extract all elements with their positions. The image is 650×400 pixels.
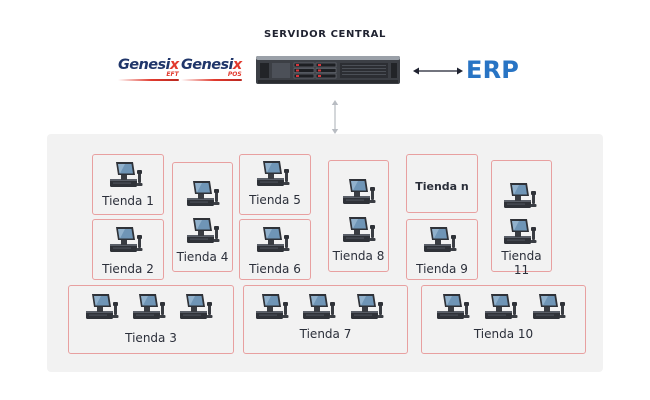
pos-terminal-icon [254,225,294,255]
genesix-eft-logo: Genesix EFT [118,58,179,81]
store-label: Tienda 10 [473,327,534,341]
pos-terminal-icon [434,292,474,322]
store-tienda-4: Tienda 4 [172,162,233,272]
vertical-arrow-icon [331,100,339,134]
pos-terminal-icon [107,160,147,190]
store-label: Tienda 3 [125,331,177,345]
pos-terminal-icon [130,292,170,322]
store-tienda-2: Tienda 2 [92,219,164,280]
store-tienda-7: Tienda 7 [243,285,408,354]
pos-terminal-icon [177,292,217,322]
store-tienda-n: Tienda n [406,154,478,213]
pos-terminal-icon [254,159,294,189]
store-label: Tienda 11 [501,249,542,277]
pos-terminal-icon [348,292,388,322]
pos-terminal-icon [83,292,123,322]
pos-terminal-icon [184,216,224,246]
server-title: SERVIDOR CENTRAL [264,29,386,40]
store-label: Tienda 8 [332,249,385,263]
store-label: Tienda 2 [102,262,154,276]
store-tienda-5: Tienda 5 [239,154,311,215]
store-label: Tienda 5 [249,193,301,207]
pos-terminal-icon [184,179,224,209]
store-label: Tienda 4 [176,250,229,264]
store-tienda-3: Tienda 3 [68,285,234,354]
store-tienda-6: Tienda 6 [239,219,311,280]
pos-terminal-icon [501,181,541,211]
pos-terminal-icon [501,217,541,247]
pos-terminal-icon [340,215,380,245]
pos-terminal-icon [421,225,461,255]
store-label: Tienda 7 [299,327,352,341]
pos-terminal-icon [107,225,147,255]
rack-server-icon [256,56,400,84]
store-label: Tienda n [415,180,469,193]
pos-terminal-icon [253,292,293,322]
store-tienda-9: Tienda 9 [406,219,478,280]
store-label: Tienda 6 [249,262,301,276]
pos-terminal-icon [340,177,380,207]
store-label: Tienda 9 [416,262,468,276]
store-tienda-8: Tienda 8 [328,160,389,272]
pos-terminal-icon [300,292,340,322]
store-tienda-11: Tienda 11 [491,160,552,277]
store-tienda-10: Tienda 10 [421,285,586,354]
genesix-pos-logo: Genesix POS [181,58,242,81]
store-tienda-1: Tienda 1 [92,154,164,215]
bidirectional-arrow-icon [413,67,463,75]
pos-terminal-icon [530,292,570,322]
pos-terminal-icon [482,292,522,322]
erp-label: ERP [466,56,520,84]
store-label: Tienda 1 [102,194,154,208]
